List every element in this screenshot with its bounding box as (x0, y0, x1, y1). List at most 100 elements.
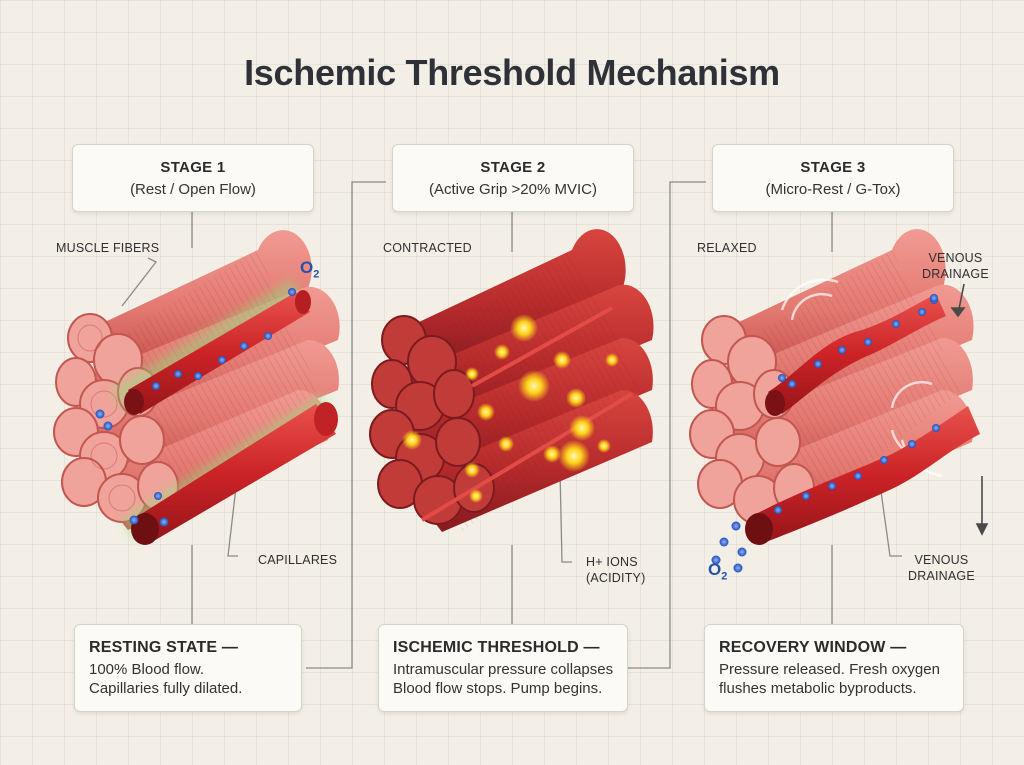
h-ions-label-line1: H+ IONS (586, 555, 638, 569)
o2-particle (95, 409, 105, 419)
stage1-description: (Rest / Open Flow) (130, 181, 256, 198)
o2-particle (774, 506, 782, 514)
stage3-lower-vessel (745, 406, 980, 545)
stage1-title-box: STAGE 1 (Rest / Open Flow) (72, 144, 314, 212)
relaxed-label: RELAXED (697, 241, 757, 255)
o2-particle (152, 382, 160, 390)
o2-particle (288, 288, 296, 296)
h-ion (543, 445, 561, 463)
h-ion (477, 403, 495, 421)
o2-particle (918, 308, 926, 316)
o2-particle (731, 521, 741, 531)
stage1-lower-capillary (131, 402, 338, 545)
o2-particle (838, 346, 846, 354)
stage1-o2-symbol: O (300, 258, 314, 277)
stage3-o2-symbol: O (708, 560, 722, 579)
stage3-muscle-bundle (689, 229, 989, 573)
venous-drainage-arrow-bottom-head (975, 523, 989, 536)
h-ion (469, 489, 483, 503)
stage3-o2-subscript: 2 (721, 570, 728, 583)
o2-particle (240, 342, 248, 350)
o2-particle (174, 370, 182, 378)
h-ion (605, 353, 619, 367)
o2-particle (778, 374, 786, 382)
o2-particle (733, 563, 743, 573)
h-ion (518, 370, 550, 402)
stage2-info-title: ISCHEMIC THRESHOLD — (393, 639, 600, 656)
o2-particle (737, 547, 747, 557)
o2-particle (814, 360, 822, 368)
stage3-info-line: Pressure released. Fresh oxygen (719, 661, 940, 678)
venous-drainage-top-line2: DRAINAGE (922, 267, 989, 281)
contracted-label: CONTRACTED (383, 241, 472, 255)
stage2-info-box: ISCHEMIC THRESHOLD — Intramuscular press… (378, 624, 628, 712)
h-ion (558, 440, 590, 472)
stage2-muscle-bundle (369, 229, 654, 532)
venous-drainage-bottom-label: VENOUS DRAINAGE (908, 552, 975, 584)
o2-particle (854, 472, 862, 480)
o2-particle (129, 515, 139, 525)
h-ion (597, 439, 611, 453)
muscle-fibers-label: MUSCLE FIBERS (56, 241, 160, 255)
venous-drainage-top-label: VENOUS DRAINAGE (922, 250, 989, 282)
capillaries-leader-line (227, 469, 239, 557)
stage1-name: STAGE 1 (160, 159, 226, 176)
h-ion (569, 415, 595, 441)
o2-particle (154, 492, 162, 500)
o2-particle (828, 482, 836, 490)
stage2-title-box: STAGE 2 (Active Grip >20% MVIC) (392, 144, 634, 212)
o2-particle (880, 456, 888, 464)
fibers-leader-line (121, 257, 157, 307)
stage3-title-box: STAGE 3 (Micro-Rest / G-Tox) (712, 144, 954, 212)
o2-particle (788, 380, 796, 388)
h-ion (510, 314, 538, 342)
stage3-o2-label: O2 (708, 560, 727, 582)
h-ions-label: H+ IONS (ACIDITY) (586, 554, 645, 586)
o2-particle (908, 440, 916, 448)
stage3-info-line: flushes metabolic byproducts. (719, 680, 917, 697)
stage1-info-line: Capillaries fully dilated. (89, 680, 243, 697)
venous-drainage-arrow-top-head (950, 307, 966, 318)
stage1-o2-subscript: 2 (313, 268, 320, 281)
venous-drainage-top-line1: VENOUS (928, 251, 983, 265)
venous-bottom-leader-line (877, 469, 902, 557)
stage2-to-stage3-connector (626, 181, 706, 669)
o2-particle (194, 372, 202, 380)
stage3-info-box: RECOVERY WINDOW — Pressure released. Fre… (704, 624, 964, 712)
stage3-upper-vessel (765, 294, 946, 416)
h-ion (464, 462, 480, 478)
o2-particle (719, 537, 729, 547)
h-ion (498, 436, 514, 452)
stage2-name: STAGE 2 (480, 159, 546, 176)
stage1-o2-label: O2 (300, 258, 319, 280)
stage3-description: (Micro-Rest / G-Tox) (765, 181, 901, 198)
o2-particle (711, 555, 721, 565)
h-ion (465, 367, 479, 381)
h-ion (566, 388, 586, 408)
venous-drainage-bottom-line1: VENOUS (914, 553, 969, 567)
stage2-description: (Active Grip >20% MVIC) (429, 181, 597, 198)
connector-lines (121, 181, 902, 669)
stage2-info-line: Intramuscular pressure collapses (393, 661, 614, 678)
stage2-ion-cluster (402, 314, 619, 503)
o2-particle (802, 492, 810, 500)
o2-particle (892, 320, 900, 328)
o2-particle (103, 421, 113, 431)
o2-particle (264, 332, 272, 340)
stage2-info-line: Blood flow stops. Pump begins. (393, 680, 603, 697)
h-ions-label-line2: (ACIDITY) (586, 571, 646, 585)
h-ion (553, 351, 571, 369)
o2-particle (864, 338, 872, 346)
h-ion (402, 430, 422, 450)
stage1-muscle-bundle (53, 230, 340, 545)
o2-particle (930, 294, 938, 302)
stage1-info-box: RESTING STATE — 100% Blood flow. Capilla… (74, 624, 302, 712)
stage1-info-line: 100% Blood flow. (89, 661, 205, 678)
o2-particle (159, 517, 169, 527)
stage1-info-title: RESTING STATE — (89, 639, 239, 656)
o2-particle (932, 424, 940, 432)
page-title: Ischemic Threshold Mechanism (244, 52, 780, 93)
capillaries-label: CAPILLARES (258, 553, 338, 567)
ions-leader-line (559, 469, 572, 563)
